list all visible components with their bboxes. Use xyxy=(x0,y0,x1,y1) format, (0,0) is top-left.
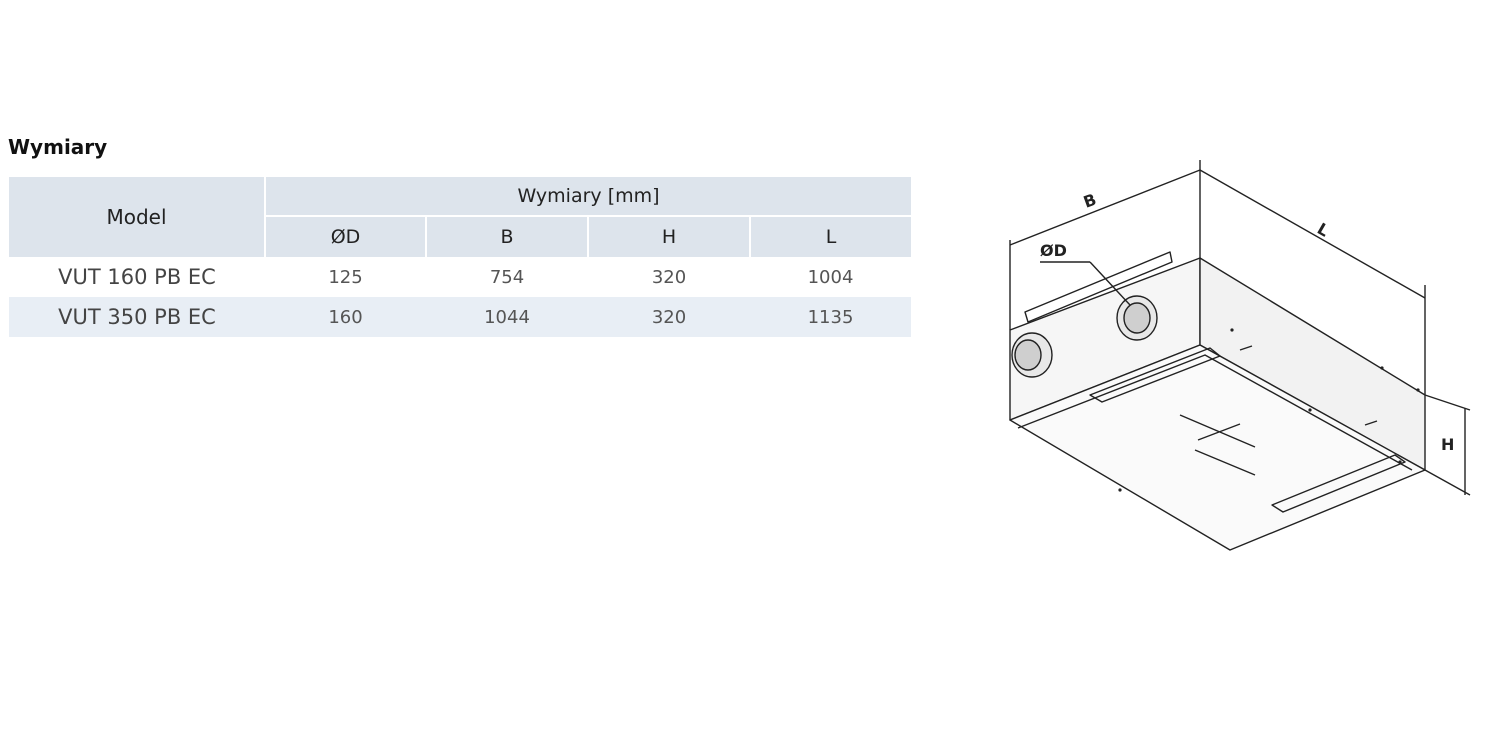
length-dimension-label: L xyxy=(1314,219,1332,241)
width-dimension-label: B xyxy=(1081,190,1099,212)
diameter-dimension-label: ØD xyxy=(1040,241,1067,260)
model-column-header: Model xyxy=(9,177,266,257)
dimensions-table: Model Wymiary [mm] ØD B H L VUT 160 PB E… xyxy=(9,177,912,337)
section-title: Wymiary xyxy=(8,135,108,159)
model-cell: VUT 350 PB EC xyxy=(9,297,265,337)
column-header-height: H xyxy=(588,216,751,257)
value-cell: 125 xyxy=(328,266,363,288)
unit-dimension-diagram: B L H ØD xyxy=(1009,160,1471,551)
value-cell: 1044 xyxy=(426,297,588,337)
value-cell: 160 xyxy=(265,297,426,337)
table-row: VUT 160 PB EC 125 754 320 1004 xyxy=(9,257,911,297)
value-cell: 1135 xyxy=(750,297,912,337)
column-header-diameter: ØD xyxy=(265,216,427,257)
value-cell: 1004 xyxy=(807,266,854,288)
height-dimension-label: H xyxy=(1441,435,1454,454)
column-header-width: B xyxy=(426,216,589,257)
column-header-length: L xyxy=(750,216,912,257)
value-cell: 320 xyxy=(651,266,687,288)
value-cell: 320 xyxy=(588,297,750,337)
table-row: VUT 350 PB EC 160 1044 320 1135 xyxy=(9,297,912,337)
dimensions-group-header: Wymiary [mm] xyxy=(265,177,912,217)
model-cell: VUT 160 PB EC xyxy=(58,265,216,289)
value-cell: 754 xyxy=(489,266,525,288)
